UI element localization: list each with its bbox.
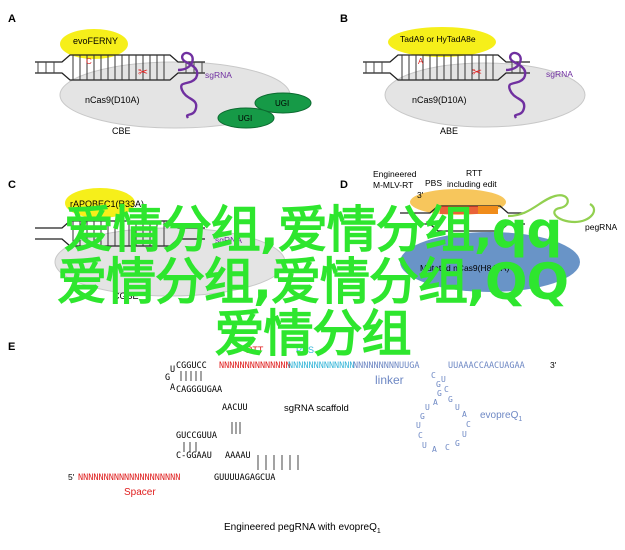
dna-duplex-d bbox=[400, 205, 525, 232]
rtt-seq: NNNNNNNNNNNNNN bbox=[219, 361, 291, 371]
svg-text:C: C bbox=[418, 431, 423, 440]
scaffold-stem-4: C-GGAAU bbox=[176, 451, 212, 461]
svg-text:U: U bbox=[425, 403, 430, 412]
sgrna-label: sgRNA bbox=[205, 70, 232, 80]
panel-d-letter: D bbox=[340, 179, 348, 191]
rtt-label-e: RTT bbox=[246, 345, 264, 355]
svg-text:U: U bbox=[422, 441, 427, 450]
svg-text:C: C bbox=[466, 420, 471, 429]
panel-e-caption: Engineered pegRNA with evopreQ1 bbox=[224, 522, 381, 535]
panel-e: E RTT PBS CGGUCC NNNNNNNNNNNNNN NNNNNNNN… bbox=[8, 341, 557, 535]
cas9-h840a-ellipse bbox=[400, 232, 580, 292]
nickase-label-d: Mutated nCas9(H840A) bbox=[420, 263, 509, 273]
spacer-seq: NNNNNNNNNNNNNNNNNNNN bbox=[78, 473, 180, 483]
sgrna-scaffold-label: sgRNA scaffold bbox=[284, 403, 349, 414]
svg-text:U: U bbox=[441, 375, 446, 384]
nickase-label-b: nCas9(D10A) bbox=[412, 95, 467, 105]
sgrna-label-c: sgRNA bbox=[215, 235, 242, 245]
ugi-bottom bbox=[217, 107, 275, 129]
svg-text:G: G bbox=[437, 389, 442, 398]
sgrna-hairpin-b bbox=[505, 51, 527, 119]
svg-text:G: G bbox=[436, 380, 441, 389]
adenine-deaminase-ellipse bbox=[388, 27, 496, 57]
edit-mark-b: A bbox=[418, 57, 424, 66]
apobec-label: rAPOBEC1(R33A) bbox=[70, 199, 144, 209]
three-prime-d: 3' bbox=[417, 190, 424, 200]
editor-name-cgbe: CGBE bbox=[113, 291, 139, 301]
pbs-label-e: PBS bbox=[296, 345, 314, 355]
pegrna-hairpin bbox=[507, 194, 596, 224]
panel-c: C rAPOBEC1(R33A) sgRNA CGBE bbox=[8, 179, 286, 301]
sgrna-hairpin bbox=[177, 51, 199, 119]
svg-text:G: G bbox=[448, 395, 453, 404]
scaffold-g-left: G bbox=[165, 373, 170, 383]
svg-text:A: A bbox=[432, 445, 437, 454]
scaffold-u-left: U bbox=[170, 365, 175, 375]
five-prime-e: 5' bbox=[68, 472, 75, 482]
svg-text:G: G bbox=[420, 412, 425, 421]
panel-c-letter: C bbox=[8, 179, 16, 191]
rtt-label-line1: RTT bbox=[466, 168, 482, 178]
editor-name-abe: ABE bbox=[440, 126, 458, 136]
panel-d: D Engineered M-MLV-RT PBS RTT including … bbox=[340, 168, 617, 292]
dna-duplex-b bbox=[363, 54, 530, 81]
nick-scissors-icon-b: ✂ bbox=[472, 65, 482, 79]
svg-text:U: U bbox=[455, 403, 460, 412]
scaffold-stem-lines bbox=[180, 371, 299, 470]
scaffold-stem-3: GUCCGUUA bbox=[176, 431, 217, 441]
deaminase-label: evoFERNY bbox=[73, 36, 118, 46]
linker-label: linker bbox=[375, 373, 404, 387]
scaffold-stem-1: CAGGGUGAA bbox=[176, 385, 222, 395]
nickase-label: nCas9(D10A) bbox=[85, 95, 140, 105]
editor-name-cbe: CBE bbox=[112, 126, 131, 136]
rt-label-line2: M-MLV-RT bbox=[373, 180, 413, 190]
scaffold-stem-2: AACUU bbox=[222, 403, 248, 413]
dna-duplex bbox=[35, 54, 205, 81]
evopreq-seq: UUAAACCAACUAGAA bbox=[448, 361, 525, 371]
edit-mark: C bbox=[86, 57, 92, 66]
panel-b: B TadA9 or HyTadA8e A ✂ sgRNA nCas9(D10A… bbox=[340, 13, 586, 136]
svg-text:C: C bbox=[431, 371, 436, 380]
spacer-label: Spacer bbox=[124, 487, 156, 498]
deaminase-ellipse bbox=[60, 29, 128, 59]
svg-text:U: U bbox=[416, 421, 421, 430]
svg-text:A: A bbox=[433, 398, 438, 407]
svg-text:C: C bbox=[444, 385, 449, 394]
pbs-label-d: PBS bbox=[425, 178, 442, 188]
rt-label-line1: Engineered bbox=[373, 169, 417, 179]
scaffold-a-left: A bbox=[170, 383, 175, 393]
ugi-top-label: UGI bbox=[275, 99, 289, 108]
ugi-top bbox=[254, 92, 312, 114]
apobec-ellipse bbox=[65, 188, 135, 218]
sgrna-label-b: sgRNA bbox=[546, 69, 573, 79]
svg-text:G: G bbox=[455, 439, 460, 448]
panel-a-letter: A bbox=[8, 13, 16, 25]
svg-text:A: A bbox=[462, 410, 467, 419]
adenine-deaminase-label: TadA9 or HyTadA8e bbox=[400, 34, 476, 44]
scaffold-stem-5: AAAAU bbox=[225, 451, 251, 461]
pegrna-label: pegRNA bbox=[585, 222, 617, 232]
evopreq-label: evopreQ1 bbox=[480, 410, 522, 423]
panel-a: A evoFERNY C ✂ sgRNA nCas9(D10A) UGI UGI… bbox=[8, 13, 312, 136]
ugi-bottom-label: UGI bbox=[238, 114, 252, 123]
rtt-label-line2: including edit bbox=[447, 179, 497, 189]
svg-text:U: U bbox=[462, 430, 467, 439]
nick-scissors-icon: ✂ bbox=[138, 65, 148, 79]
svg-text:C: C bbox=[445, 443, 450, 452]
pbs-seq: NNNNNNNNNNNNN bbox=[288, 361, 355, 371]
panel-e-letter: E bbox=[8, 341, 15, 353]
linker-seq: NNNNNNNNNUUGA bbox=[353, 361, 420, 371]
dna-duplex-c bbox=[35, 220, 205, 247]
panel-b-letter: B bbox=[340, 13, 348, 25]
scaffold-top-seq: CGGUCC bbox=[176, 361, 207, 371]
spacer-tail-seq: GUUUUAGAGCUA bbox=[214, 473, 275, 483]
three-prime-e: 3' bbox=[550, 360, 557, 370]
